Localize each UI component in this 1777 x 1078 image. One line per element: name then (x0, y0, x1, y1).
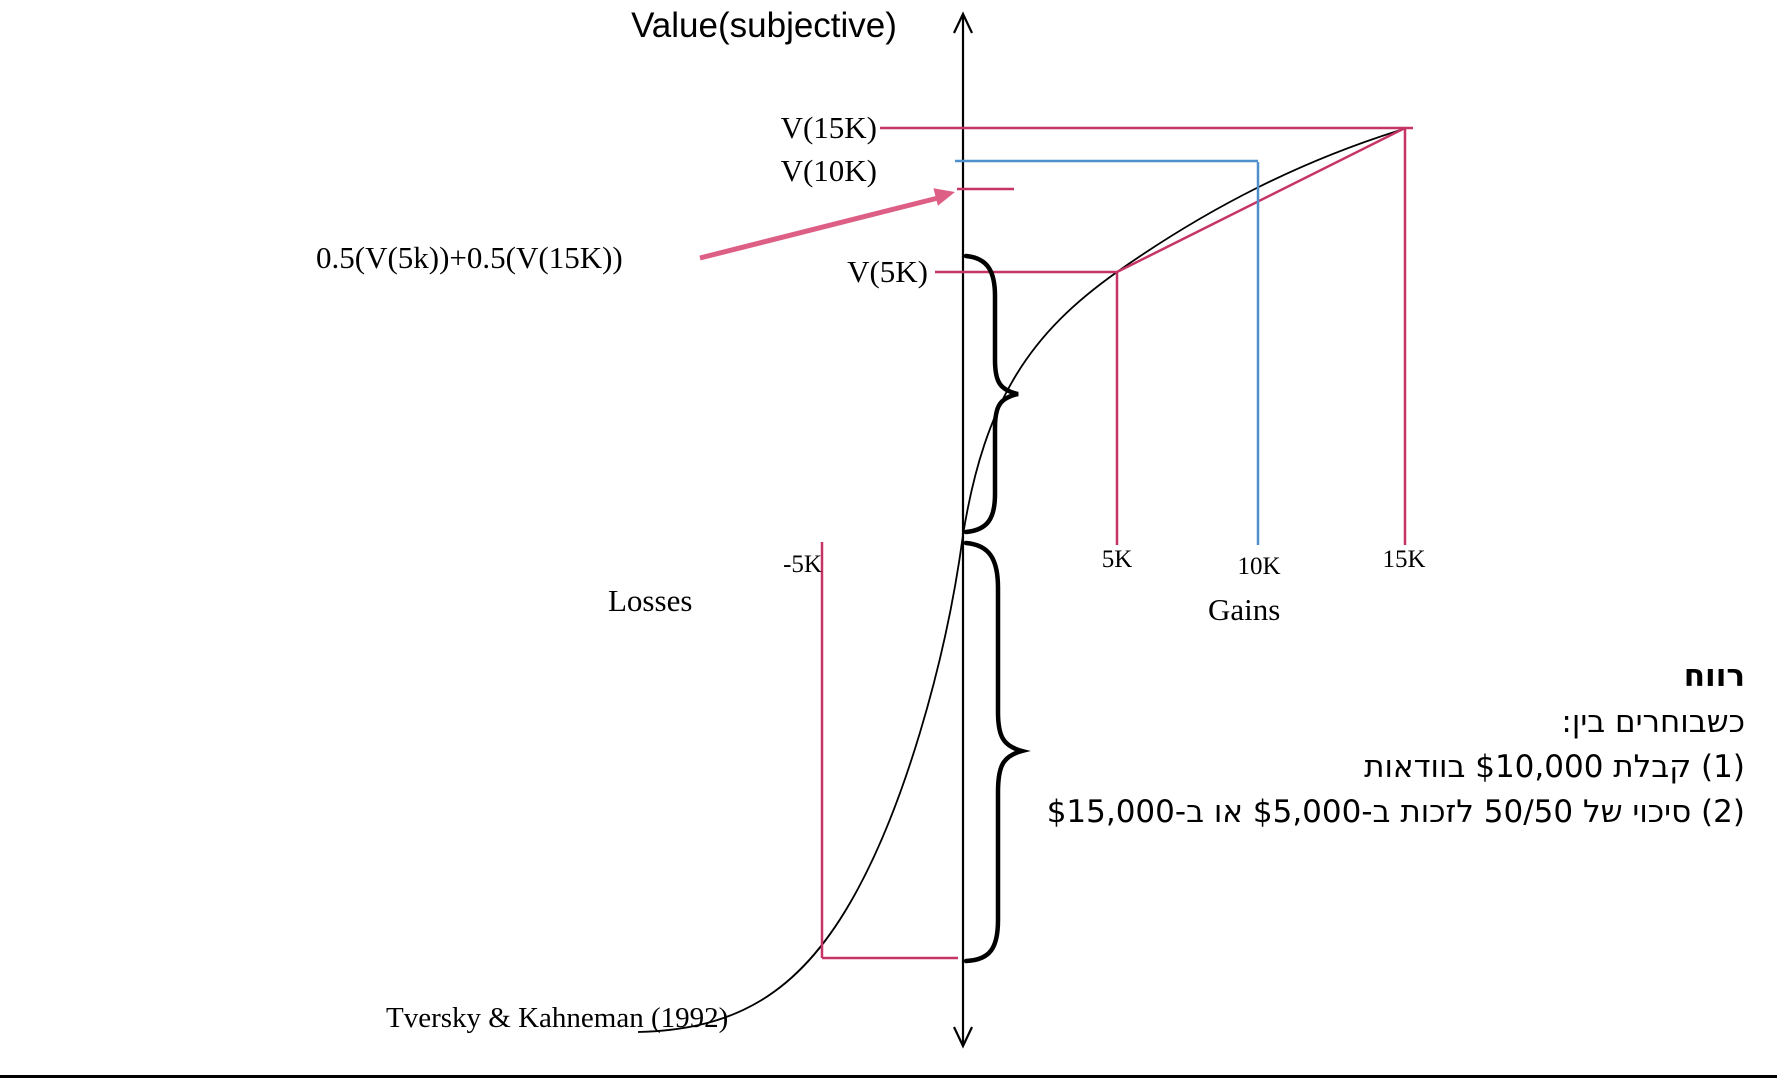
note-option2: (2) סיכוי של 50/50 לזכות ב-$5,000 או ב-$… (1046, 794, 1745, 830)
note-title: רווח (1683, 658, 1745, 694)
losses-value-brace (963, 540, 1031, 964)
y-axis-title: Value(subjective) (631, 6, 897, 45)
v15k-label: V(15K) (780, 110, 877, 145)
gains-label: Gains (1208, 592, 1281, 627)
tick-10k: 10K (1237, 553, 1281, 580)
tick-15k: 15K (1382, 546, 1426, 573)
note-intro: כשבוחרים בין: (1561, 704, 1745, 740)
attribution: Tversky & Kahneman (1992) (386, 1002, 729, 1034)
gamble-chord-line (1116, 126, 1406, 274)
expected-value-arrow-shaft (699, 195, 939, 261)
expected-value-arrow-head (933, 188, 955, 206)
tick-neg5k: -5K (783, 551, 822, 578)
value-curve (637, 127, 1408, 1033)
tick-5k: 5K (1101, 546, 1133, 573)
note-option1: (1) קבלת $10,000 בוודאות (1364, 749, 1745, 785)
y-axis-arrowhead-bottom (953, 1026, 973, 1049)
y-axis-arrowhead-top (953, 11, 973, 34)
losses-label: Losses (608, 583, 693, 618)
expected-value-label: 0.5(V(5k))+0.5(V(15K)) (316, 240, 623, 275)
v10k-label: V(10K) (780, 153, 877, 188)
gains-value-brace (963, 253, 1019, 535)
v5k-label: V(5K) (847, 254, 928, 289)
